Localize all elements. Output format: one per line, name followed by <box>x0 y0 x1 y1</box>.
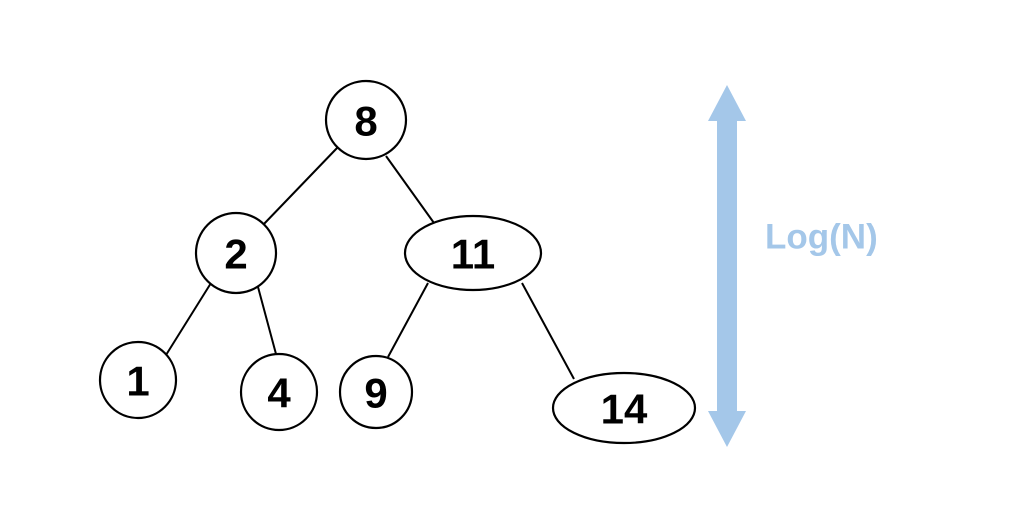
tree-edge-n11-to-n9 <box>387 282 429 358</box>
node-shape-9 <box>338 354 414 430</box>
node-shape-11 <box>403 214 543 292</box>
node-shape-14 <box>551 371 697 445</box>
log-n-annotation-group: Log(N) <box>708 85 878 447</box>
node-shape-4 <box>239 352 319 432</box>
tree-node-14[interactable]: 14 <box>551 371 697 445</box>
tree-edge-n8-to-n11 <box>385 155 435 224</box>
tree-edges-group <box>165 146 575 380</box>
tree-edge-n2-to-n1 <box>165 282 212 356</box>
node-shape-1 <box>98 340 178 420</box>
tree-node-11[interactable]: 11 <box>403 214 543 292</box>
tree-node-2[interactable]: 2 <box>194 211 278 295</box>
tree-edge-n2-to-n4 <box>257 286 277 355</box>
node-label-2: 2 <box>224 231 247 278</box>
tree-node-8[interactable]: 8 <box>324 79 408 161</box>
node-label-4: 4 <box>267 370 291 417</box>
tree-node-1[interactable]: 1 <box>98 340 178 420</box>
node-label-14: 14 <box>601 386 648 433</box>
node-label-11: 11 <box>451 231 495 278</box>
node-label-9: 9 <box>364 370 387 417</box>
node-label-1: 1 <box>126 358 149 405</box>
tree-node-4[interactable]: 4 <box>239 352 319 432</box>
tree-node-9[interactable]: 9 <box>338 354 414 430</box>
node-label-8: 8 <box>354 98 377 145</box>
tree-edge-n8-to-n2 <box>261 146 339 227</box>
tree-edge-n11-to-n14 <box>521 282 575 380</box>
log-n-label: Log(N) <box>765 218 878 257</box>
double-headed-vertical-arrow-icon <box>708 85 746 447</box>
node-shape-8 <box>324 79 408 161</box>
node-shape-2 <box>194 211 278 295</box>
